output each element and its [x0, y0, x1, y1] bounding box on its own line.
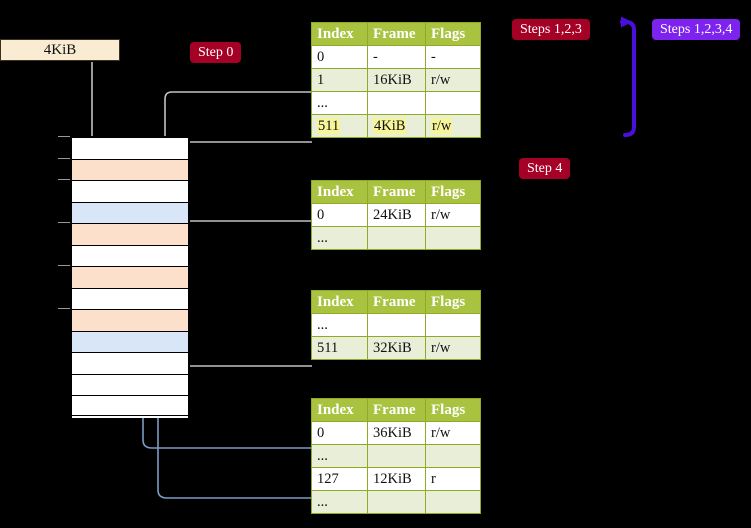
memory-row	[72, 181, 188, 203]
table-cell: ...	[311, 313, 368, 337]
table-cell	[425, 226, 481, 250]
table-cell: 4KiB	[367, 114, 426, 138]
column-header-frame: Frame	[367, 290, 426, 314]
column-header-index: Index	[311, 398, 368, 422]
memory-row	[72, 159, 188, 182]
memory-tick	[58, 157, 70, 159]
memory-row	[72, 396, 188, 418]
table-cell: 36KiB	[367, 421, 426, 445]
table-cell: r/w	[425, 421, 481, 445]
memory-row	[72, 310, 188, 332]
table-cell: ...	[311, 226, 368, 250]
table-row: ...	[311, 91, 481, 115]
table-cell: r/w	[425, 114, 481, 138]
table-row: 0--	[311, 45, 481, 69]
memory-row	[72, 245, 188, 268]
table-cell: 0	[311, 203, 368, 227]
memory-row	[72, 288, 188, 311]
table-cell: r/w	[425, 203, 481, 227]
table-row: ...	[311, 444, 481, 468]
table-cell: r	[425, 467, 481, 491]
badge-steps-123: Steps 1,2,3	[512, 19, 590, 40]
column-header-index: Index	[311, 290, 368, 314]
table-cell	[367, 444, 426, 468]
memory-row	[72, 331, 188, 354]
table-cell: ...	[311, 91, 368, 115]
memory-row	[72, 202, 188, 225]
column-header-frame: Frame	[367, 398, 426, 422]
table-cell: -	[367, 45, 426, 69]
table-cell: r/w	[425, 336, 481, 360]
kib-label-text: 4KiB	[43, 41, 77, 58]
badge-step4-text: Step 4	[527, 161, 563, 176]
table-cell: ...	[311, 444, 368, 468]
table-cell: 0	[311, 421, 368, 445]
table-cell	[425, 91, 481, 115]
table-cell: 1	[311, 68, 368, 92]
column-header-flags: Flags	[425, 180, 481, 204]
column-header-index: Index	[311, 22, 368, 46]
table-row: 511 4KiB r/w	[311, 114, 481, 138]
table-cell: 12KiB	[367, 467, 426, 491]
table-row: ...	[311, 313, 481, 337]
memory-row	[72, 267, 188, 289]
badge-step4: Step 4	[519, 158, 571, 179]
table-cell: 0	[311, 45, 368, 69]
table-cell: 511	[311, 114, 368, 138]
column-header-frame: Frame	[367, 22, 426, 46]
memory-row	[72, 353, 188, 375]
table-cell: 24KiB	[367, 203, 426, 227]
table-cell	[367, 490, 426, 514]
table-cell	[425, 313, 481, 337]
memory-column	[70, 136, 190, 418]
column-header-flags: Flags	[425, 398, 481, 422]
table-cell: -	[425, 45, 481, 69]
table-cell	[367, 91, 426, 115]
badge-step0-text: Step 0	[198, 45, 234, 60]
column-header-index: Index	[311, 180, 368, 204]
table-cell	[367, 226, 426, 250]
badge-steps-123-text: Steps 1,2,3	[520, 22, 582, 37]
column-header-frame: Frame	[367, 180, 426, 204]
table-cell: ...	[311, 490, 368, 514]
badge-steps-1234-text: Steps 1,2,3,4	[660, 22, 733, 37]
table-row: ...	[311, 490, 481, 514]
highlighted-value: 511	[317, 118, 341, 134]
table-cell	[425, 444, 481, 468]
memory-tick	[58, 179, 70, 181]
table-cell: 127	[311, 467, 368, 491]
badge-step0: Step 0	[190, 42, 242, 63]
memory-row	[72, 374, 188, 397]
memory-row	[72, 224, 188, 246]
memory-row	[72, 138, 188, 160]
memory-tick	[58, 136, 70, 137]
badge-steps-1234: Steps 1,2,3,4	[652, 19, 741, 40]
table-cell	[367, 313, 426, 337]
memory-tick	[58, 308, 70, 310]
highlighted-value: 4KiB	[373, 118, 407, 134]
column-header-flags: Flags	[425, 290, 481, 314]
kib-label-box: 4KiB	[0, 39, 120, 61]
table-cell	[425, 490, 481, 514]
table-cell: r/w	[425, 68, 481, 92]
table-cell: 16KiB	[367, 68, 426, 92]
table-row: ...	[311, 226, 481, 250]
memory-tick	[58, 265, 70, 267]
memory-tick	[58, 222, 70, 224]
highlighted-value: r/w	[431, 118, 453, 134]
table-cell: 511	[311, 336, 368, 360]
column-header-flags: Flags	[425, 22, 481, 46]
table-cell: 32KiB	[367, 336, 426, 360]
